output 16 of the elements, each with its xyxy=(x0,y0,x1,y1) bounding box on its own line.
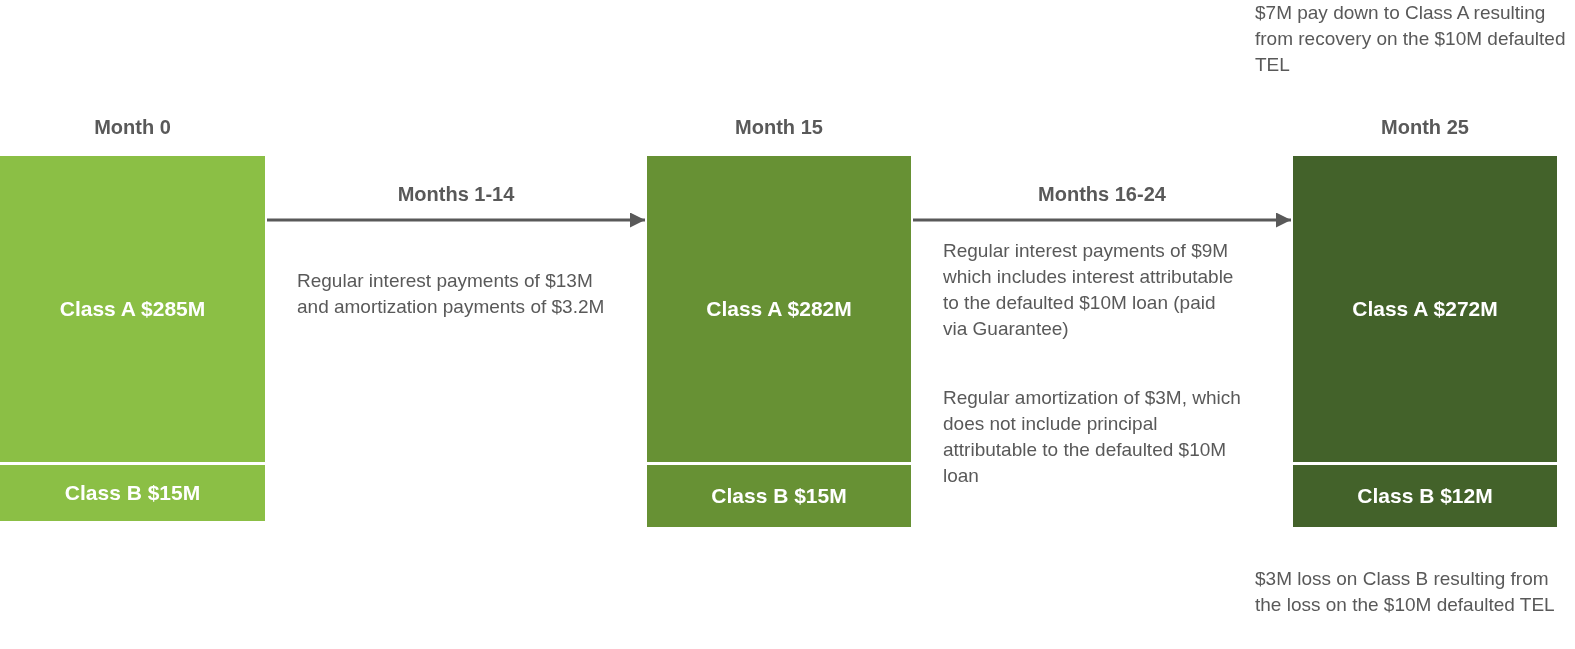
tranche-box: Class B $12M xyxy=(1293,465,1557,527)
tranche-box: Class A $272M xyxy=(1293,156,1557,462)
column-heading: Month 15 xyxy=(734,116,824,139)
note-text: Regular interest payments of $9M which includes interest attributable to the defaulted $10M loan (paid via Guarantee) xyxy=(943,239,1235,341)
note-text: $7M pay down to Class A resulting from recovery on the $10M defaulted TEL xyxy=(1255,1,1567,77)
note-text: $3M loss on Class B resulting from the loss on the $10M defaulted TEL xyxy=(1255,567,1556,617)
note-text: Regular amortization of $3M, which does not include principal attributable to the defaulted $10M loan xyxy=(943,386,1242,488)
tranche-box: Class B $15M xyxy=(647,465,911,527)
arrow xyxy=(913,212,1291,228)
arrow xyxy=(267,212,645,228)
tranche-box: Class B $15M xyxy=(0,465,265,521)
tranche-box: Class A $285M xyxy=(0,156,265,462)
column-heading: Month 0 xyxy=(93,116,172,139)
tranche-box: Class A $282M xyxy=(647,156,911,462)
note-text: Regular interest payments of $13M and amortization payments of $3.2M xyxy=(297,269,606,319)
column-heading: Month 25 xyxy=(1380,116,1470,139)
